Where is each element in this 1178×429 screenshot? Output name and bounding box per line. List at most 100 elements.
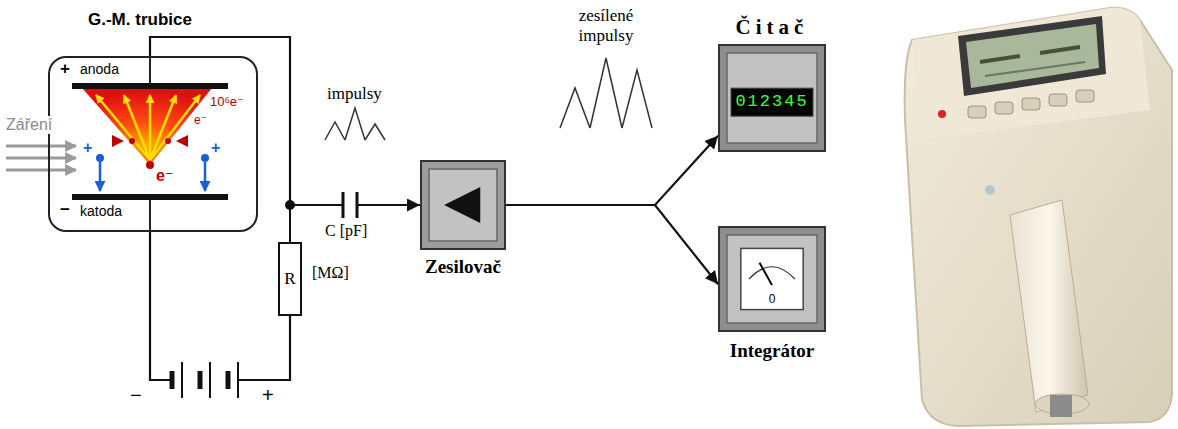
- ion-arrow: [204, 162, 207, 191]
- resistor-letter: R: [284, 269, 295, 289]
- meter-needle: [760, 263, 772, 285]
- device-button: [1076, 90, 1094, 102]
- battery-sign: −: [130, 384, 142, 407]
- cathode-plate: [72, 194, 228, 200]
- tube-interior: [72, 56, 228, 232]
- amplifier-box: Zesilovač: [420, 160, 506, 250]
- lcd-segment: [985, 62, 1085, 76]
- anode-lead: [149, 56, 151, 83]
- resistor-wire: [289, 205, 291, 242]
- radiation-arrows: [6, 146, 76, 170]
- small-pulses: [325, 108, 385, 140]
- polyline-shape: [365, 124, 385, 140]
- ion-sign: +: [83, 139, 92, 157]
- line-shape: [150, 95, 200, 160]
- wire-connector: [506, 136, 718, 205]
- amplifier-triangle: [444, 187, 480, 223]
- ion-dot: [201, 154, 209, 162]
- battery-plate: [181, 362, 183, 398]
- box-decoration: [720, 228, 824, 330]
- polyline-shape: [622, 70, 652, 128]
- device-lcd: [966, 24, 1099, 88]
- device-photo: [905, 8, 1172, 426]
- device-bezel: [958, 16, 1106, 96]
- line-shape: [6, 157, 76, 160]
- counter-label: Čitač: [736, 15, 809, 39]
- device-button: [968, 106, 986, 118]
- signal-label: zesílené impulsy: [558, 6, 654, 45]
- junction-dot: [285, 200, 295, 210]
- meter-scale: [749, 267, 795, 279]
- counter-display: [731, 88, 813, 116]
- box-decoration: [422, 162, 504, 248]
- resistor-unit: [MΩ]: [312, 264, 349, 282]
- line-shape: [6, 145, 76, 148]
- electron-arrows: [96, 95, 200, 160]
- polyline-shape: [560, 88, 590, 128]
- tube-title: G.-M. trubice: [88, 10, 192, 30]
- lcd-segment: [1040, 47, 1080, 53]
- electron-arrowhead: [176, 135, 188, 147]
- device-top-face: [912, 8, 1150, 140]
- device-led: [938, 110, 946, 118]
- battery-plate: [226, 371, 231, 389]
- polyline-shape: [590, 58, 622, 128]
- electron-label: e⁻: [194, 114, 207, 128]
- radiation-label: Záření: [4, 116, 54, 134]
- line-shape: [124, 95, 150, 160]
- amplified-pulses: [560, 58, 652, 128]
- electron-dot: [129, 138, 135, 144]
- device-body: [905, 8, 1172, 426]
- electron-arrowhead: [112, 135, 124, 147]
- electron-dot: [146, 161, 154, 169]
- avalanche-cone: [82, 88, 212, 165]
- meter-zero: 0: [769, 293, 776, 307]
- cathode-lead: [149, 200, 151, 232]
- line-shape: [149, 95, 152, 160]
- device-button: [1022, 98, 1040, 110]
- ion-dot: [96, 154, 104, 162]
- line-shape: [6, 169, 76, 172]
- battery-plate: [198, 371, 203, 389]
- capacitor-gap: [343, 199, 357, 211]
- resistor-symbol: R[MΩ]: [278, 242, 302, 316]
- battery-plate: [209, 362, 211, 398]
- amplifier-label: Zesilovač: [425, 256, 501, 278]
- battery-plate: [170, 371, 175, 389]
- electrode-label: anoda: [80, 61, 119, 77]
- capacitor-plate: [342, 192, 345, 218]
- lcd-segment: [980, 56, 1020, 62]
- anode-plate: [72, 83, 228, 89]
- integrator-box: Integrátor0: [718, 226, 826, 332]
- ion-arrow: [99, 162, 102, 191]
- inner-panel: [727, 235, 817, 323]
- gm-tube: G.-M. trubice: [48, 56, 258, 232]
- polarity-sign: +: [60, 59, 70, 79]
- ion-sign: +: [211, 139, 220, 157]
- polyline-shape: [325, 122, 345, 140]
- signal-label: impulsy: [327, 84, 382, 104]
- inner-panel: [429, 169, 497, 241]
- probe-clip: [1050, 395, 1072, 417]
- battery-plate: [237, 362, 239, 398]
- wire-connector: [150, 37, 420, 205]
- counter-digits: 012345: [735, 92, 808, 112]
- meter-face: [741, 248, 803, 309]
- polarity-sign: −: [60, 200, 70, 220]
- device-port: [985, 185, 995, 195]
- wire-connector: [150, 232, 290, 380]
- probe-handle: [1010, 200, 1088, 412]
- device-button: [1049, 94, 1067, 106]
- device-button: [995, 102, 1013, 114]
- polyline-shape: [345, 108, 365, 140]
- line-shape: [150, 95, 176, 160]
- electron-dot: [165, 138, 171, 144]
- electron-label: e⁻: [156, 167, 173, 185]
- wire-connector: [506, 205, 718, 284]
- counter-box: Čitač012345: [718, 44, 826, 152]
- inner-panel: [727, 53, 817, 143]
